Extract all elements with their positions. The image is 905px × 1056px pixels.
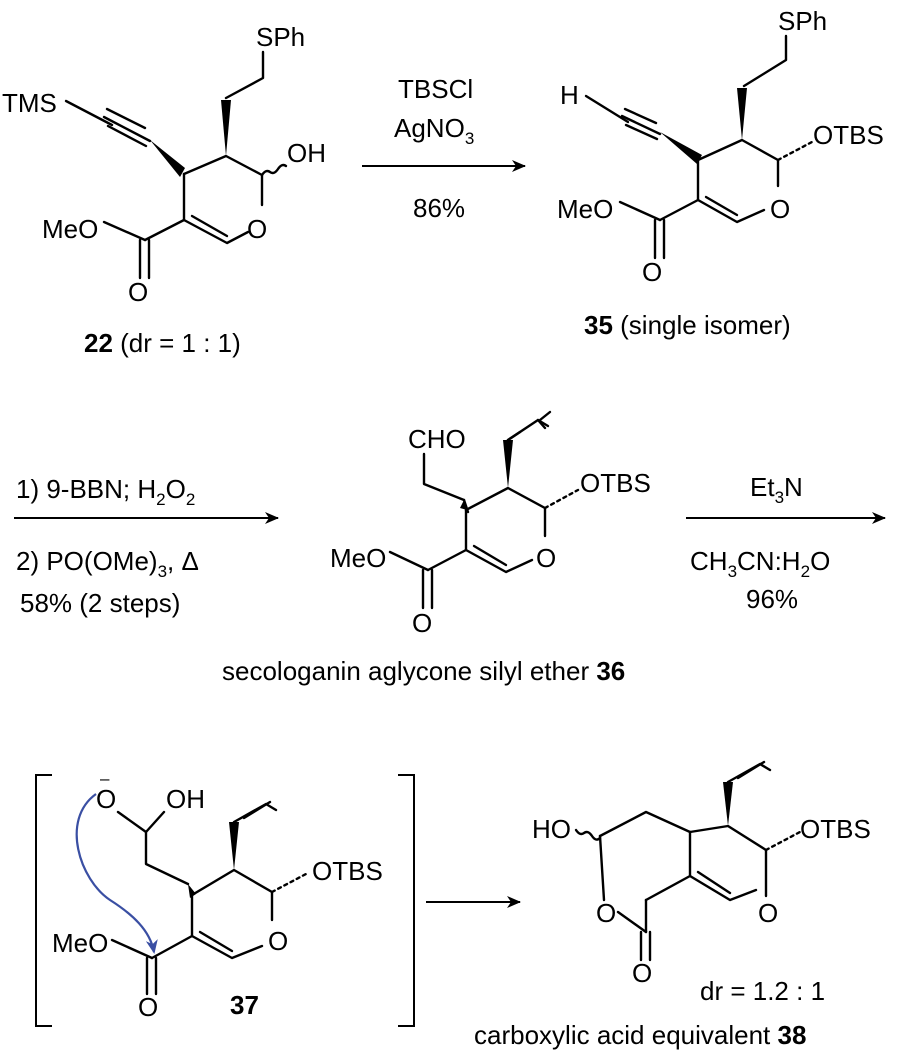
compound-38-structure: HO OTBS O O O — [532, 760, 871, 988]
compound-36-caption: secologanin aglycone silyl ether 36 — [222, 656, 625, 686]
dr-label: dr = 1.2 : 1 — [700, 976, 825, 1006]
ring-oxygen-label: O — [758, 898, 778, 928]
tms-label: TMS — [2, 88, 57, 118]
oh-label: OH — [166, 784, 205, 814]
reagent-et3n: Et3N — [750, 472, 803, 507]
compound-22-caption: 22 (dr = 1 : 1) — [84, 328, 241, 358]
carbonyl-oxygen-label: O — [128, 277, 148, 307]
yield-96: 96% — [746, 584, 798, 614]
compound-22-structure: SPh TMS OH O MeO O — [2, 22, 326, 307]
reagent-9bbn-h2o2: 1) 9-BBN; H2O2 — [16, 474, 195, 509]
yield-86: 86% — [413, 193, 465, 223]
compound-36-structure: CHO OTBS O MeO O — [330, 410, 651, 638]
lactone-oxygen-label: O — [596, 898, 616, 928]
intermediate-37-structure: O – OH OTBS O MeO O — [52, 769, 383, 1022]
intermediate-37-brackets — [35, 774, 415, 1027]
otbs-label: OTBS — [312, 856, 383, 886]
alkoxide-oxygen-label: O — [96, 784, 116, 814]
ring-oxygen-label: O — [268, 926, 288, 956]
compound-35-structure: SPh H OTBS O MeO O — [557, 6, 884, 287]
ring-oxygen-label: O — [536, 543, 556, 573]
carbonyl-oxygen-label: O — [412, 608, 432, 638]
cho-label: CHO — [408, 424, 466, 454]
reagent-tbscl: TBSCl — [398, 74, 473, 104]
solvent-ch3cn-h2o: CH3CN:H2O — [690, 546, 830, 581]
reagent-po-ome3: 2) PO(OMe)3, Δ — [16, 546, 199, 581]
h-label: H — [560, 80, 579, 110]
sph-label: SPh — [256, 22, 305, 52]
negative-charge: – — [100, 769, 110, 788]
yield-58: 58% (2 steps) — [20, 588, 180, 618]
compound-35-caption: 35 (single isomer) — [584, 310, 791, 340]
intermediate-37-label: 37 — [230, 990, 259, 1020]
carbonyl-oxygen-label: O — [632, 958, 652, 988]
meo-label: MeO — [557, 194, 613, 224]
ho-label: HO — [532, 814, 571, 844]
meo-label: MeO — [52, 928, 108, 958]
carbonyl-oxygen-label: O — [138, 992, 158, 1022]
reagent-agno3: AgNO3 — [394, 113, 474, 148]
sph-label: SPh — [778, 6, 827, 36]
meo-label: MeO — [42, 214, 98, 244]
meo-label: MeO — [330, 543, 386, 573]
oh-label: OH — [287, 138, 326, 168]
ring-oxygen-label: O — [247, 214, 267, 244]
otbs-label: OTBS — [813, 120, 884, 150]
otbs-label: OTBS — [580, 468, 651, 498]
otbs-label: OTBS — [800, 814, 871, 844]
ring-oxygen-label: O — [770, 194, 790, 224]
nucleophilic-attack-arrow — [75, 793, 158, 954]
carbonyl-oxygen-label: O — [642, 257, 662, 287]
compound-38-caption: carboxylic acid equivalent 38 — [474, 1020, 806, 1050]
